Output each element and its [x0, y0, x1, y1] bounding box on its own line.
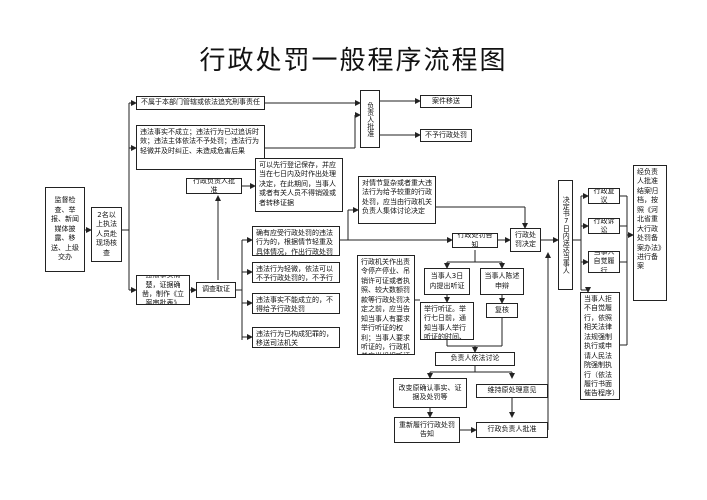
- page-title: 行政处罚一般程序流程图: [199, 46, 508, 76]
- archive-box: 经负责人批准结案归档，按照《河北省重大行政处罚备案办法》进行备案: [633, 165, 667, 301]
- collective-box: 对情节复杂或者重大违法行为给予较重的行政处罚，应当由行政机关负责人集体讨论决定: [358, 176, 436, 224]
- start-box: 监督检查、举报、新闻媒体披露、移送、上级交办: [45, 187, 85, 272]
- no-penalty-box: 不予行政处罚: [420, 129, 472, 142]
- right2-box: 违法行为轻微，依法可以不予行政处罚的，不予行政处罚: [252, 262, 340, 283]
- decision-box: 行政处罚决定: [510, 228, 541, 252]
- review-box: 复核: [486, 303, 518, 318]
- hearing-notice-box: 行政机关作出责令停产停业、吊销许可证或者执照、较大数额罚款等行政处罚决定之前，应…: [357, 255, 415, 355]
- statement-box: 当事人陈述申辩: [480, 268, 524, 295]
- enforce-box: 当事人拒不自觉履行，依照相关法律法规强制执行或申请人民法院强制执行（依法履行书面…: [580, 292, 620, 400]
- litigate-box: 行政诉讼: [588, 218, 620, 234]
- two-staff-box: 2名以上执法人员赴现场核查: [91, 207, 122, 262]
- discuss-box: 负责人依法讨论: [435, 352, 515, 366]
- preservation-box: 可以先行登记保存，并应当在七日内及时作出处理决定，在此期间，当事人或者有关人员不…: [255, 158, 343, 212]
- apply3-box: 当事人3日内提出听证: [424, 268, 470, 295]
- hold-hearing-box: 举行听证。举行七日前，通知当事人举行听证的时间、地点: [420, 302, 474, 340]
- approve-final-box: 行政负责人批准: [476, 422, 548, 438]
- right3-box: 违法事实不能成立的，不得给予行政处罚: [252, 293, 340, 314]
- perform-box: 当事人自觉履行: [588, 251, 620, 273]
- notice-box: 行政处罚告知: [452, 233, 498, 248]
- confirmed-box: 违法事实清楚，证据确凿，制作《立案审批表》: [136, 275, 190, 305]
- not-jurisdiction-box: 不属于本部门管辖或依法追究刑事责任: [136, 96, 265, 110]
- transfer-box: 案件移送: [420, 95, 472, 108]
- reconsider-box: 行政复议: [588, 188, 620, 204]
- right1-box: 确有应受行政处罚的违法行为的，根据情节轻重及具体情况，作出行政处罚决定: [252, 226, 340, 256]
- resp-approve-1-box: 负责人批准: [360, 90, 380, 148]
- no-case-box: 违法事实不成立；违法行为已过追诉时效；违法主体依法不予处罚；违法行为轻微并及时纠…: [136, 125, 265, 170]
- investigate-box: 调查取证: [196, 282, 236, 298]
- re-notice-box: 重新履行行政处罚告知: [394, 417, 460, 443]
- deliver-box: 决定书7日内送达当事人: [558, 180, 573, 290]
- resp-approve-2-box: 行政负责人批准: [186, 178, 242, 194]
- keep-box: 维持原处理意见: [476, 384, 548, 398]
- change-box: 改变原确认事实、证据及处罚等: [393, 378, 467, 408]
- right4-box: 违法行为已构成犯罪的，移送司法机关: [252, 327, 340, 348]
